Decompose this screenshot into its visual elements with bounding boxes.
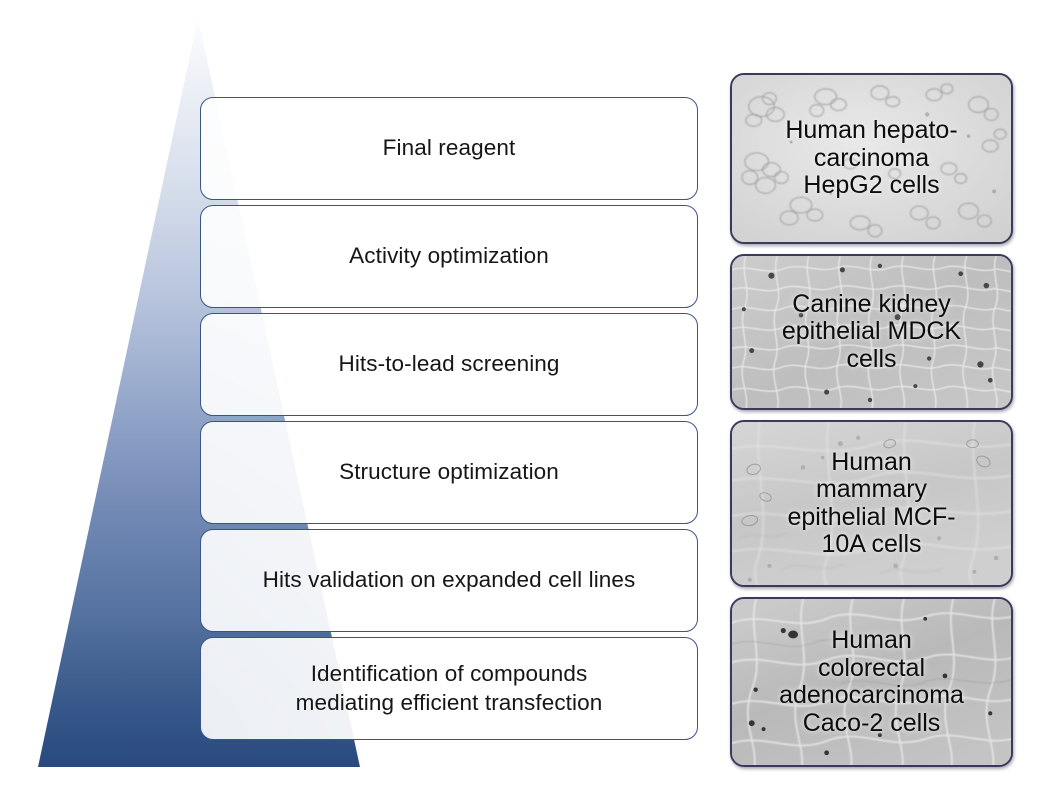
micrograph-mcf10a-image xyxy=(732,422,1011,585)
process-step-label: Hits validation on expanded cell lines xyxy=(262,567,636,593)
process-step-final-reagent[interactable]: Final reagent xyxy=(200,97,698,200)
cell-line-label: Canine kidney epithelial MDCK cells xyxy=(781,289,962,373)
process-step-label: Structure optimization xyxy=(339,459,559,485)
cell-line-card-caco2[interactable]: Human colorectal adenocarcinoma Caco-2 c… xyxy=(730,597,1013,767)
process-step-activity-optimization[interactable]: Activity optimization xyxy=(200,205,698,308)
cell-line-label: Human mammary epithelial MCF- 10A cells xyxy=(787,447,956,558)
cell-line-label: Human colorectal adenocarcinoma Caco-2 c… xyxy=(779,626,964,737)
process-step-identification[interactable]: Identification of compounds mediating ef… xyxy=(200,637,698,740)
process-step-structure-optimization[interactable]: Structure optimization xyxy=(200,421,698,524)
micrograph-hepg2-image xyxy=(732,75,1011,242)
process-step-label: Final reagent xyxy=(382,135,516,161)
process-step-hits-to-lead[interactable]: Hits-to-lead screening xyxy=(200,313,698,416)
process-step-label: Identification of compounds mediating ef… xyxy=(295,660,603,715)
cell-line-card-mcf10a[interactable]: Human mammary epithelial MCF- 10A cells xyxy=(730,420,1013,587)
micrograph-caco2-image xyxy=(732,599,1011,765)
process-step-label: Hits-to-lead screening xyxy=(338,351,560,377)
cell-line-card-list: Human hepato- carcinoma HepG2 cells xyxy=(730,73,1013,777)
micrograph-mdck-image xyxy=(732,256,1011,408)
process-step-label: Activity optimization xyxy=(349,243,549,269)
cell-line-card-hepg2[interactable]: Human hepato- carcinoma HepG2 cells xyxy=(730,73,1013,244)
cell-line-card-mdck[interactable]: Canine kidney epithelial MDCK cells xyxy=(730,254,1013,410)
process-step-hits-validation[interactable]: Hits validation on expanded cell lines xyxy=(200,529,698,632)
cell-line-label: Human hepato- carcinoma HepG2 cells xyxy=(785,116,958,200)
process-step-list: Final reagent Activity optimization Hits… xyxy=(200,97,698,745)
